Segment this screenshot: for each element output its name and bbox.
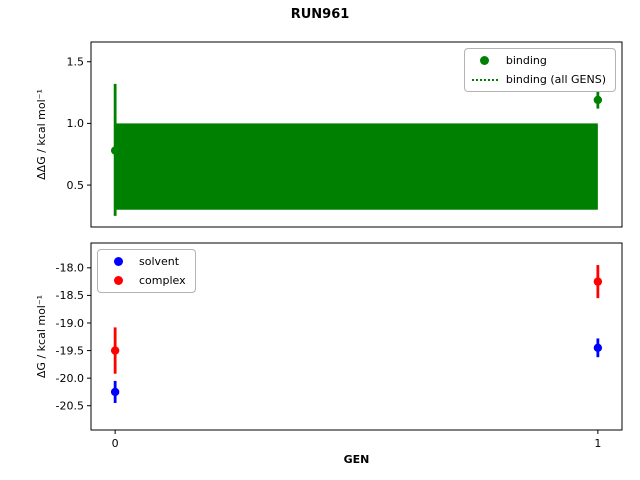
legend-top: binding binding (all GENS)	[463, 48, 616, 92]
x-axis-label: GEN	[344, 453, 370, 466]
legend-label-binding-all-gens: binding (all GENS)	[505, 73, 606, 86]
binding-point	[110, 146, 120, 155]
y-tick-label: -18.5	[56, 289, 84, 302]
binding-point	[593, 95, 603, 105]
legend-item-binding: binding	[472, 54, 606, 67]
legend-handle	[105, 276, 131, 285]
y-axis-label: ΔΔG / kcal mol⁻¹	[35, 89, 48, 180]
legend-item-solvent: solvent	[105, 255, 186, 268]
y-tick-label: -20.5	[56, 400, 84, 413]
uncertainty-band	[115, 123, 598, 210]
binding-marker-icon	[480, 56, 490, 65]
axes-frame	[90, 41, 623, 228]
solvent-marker-icon	[113, 257, 123, 266]
legend-label-complex: complex	[139, 274, 186, 287]
dotted-line-icon	[471, 78, 498, 81]
figure-title: RUN961	[290, 7, 350, 22]
legend-handle	[471, 78, 498, 81]
y-tick-label: -19.0	[56, 317, 84, 330]
y-tick-label: -19.5	[56, 344, 84, 357]
complex-point	[110, 346, 120, 355]
y-tick-label: 1.5	[67, 56, 85, 69]
legend-bottom: solvent complex	[97, 249, 196, 293]
x-tick-label: 1	[594, 437, 601, 450]
y-tick-label: -18.0	[56, 262, 84, 275]
y-tick-label: -20.0	[56, 372, 84, 385]
legend-label-binding: binding	[505, 54, 547, 67]
x-tick-label: 0	[112, 437, 119, 450]
complex-point	[593, 277, 603, 286]
legend-label-solvent: solvent	[139, 255, 180, 268]
legend-item-binding-all-gens: binding (all GENS)	[471, 73, 606, 86]
legend-handle	[472, 56, 498, 65]
solvent-point	[110, 387, 120, 397]
y-tick-label: 1.0	[67, 117, 85, 130]
complex-marker-icon	[113, 276, 123, 285]
y-tick-label: 0.5	[67, 179, 85, 192]
axes-frame	[90, 242, 623, 431]
legend-handle	[105, 257, 131, 266]
y-axis-label: ΔG / kcal mol⁻¹	[35, 295, 48, 378]
solvent-point	[593, 343, 603, 353]
legend-item-complex: complex	[105, 274, 186, 287]
